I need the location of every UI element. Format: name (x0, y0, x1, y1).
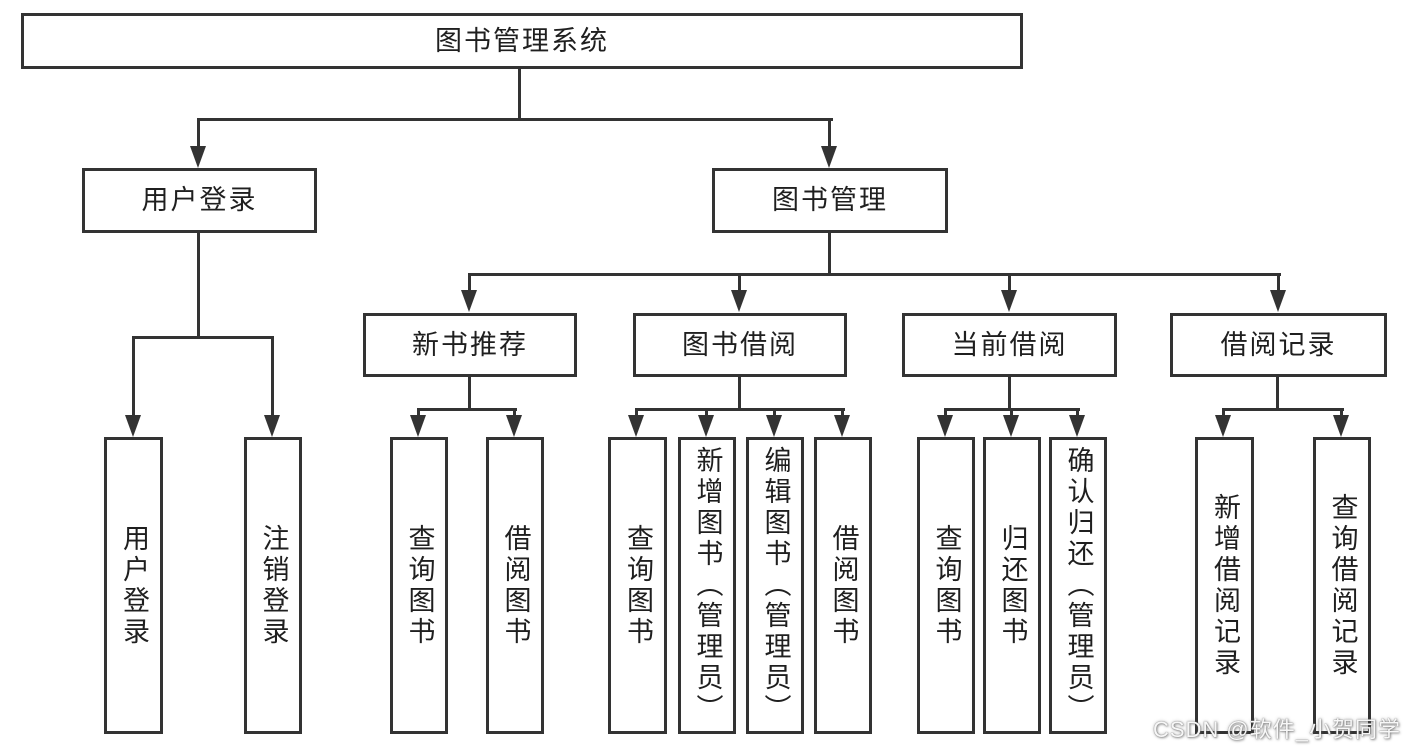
connector-recommend-hbar (417, 408, 517, 411)
leaf-records-query-record: 查询借阅记录 (1313, 437, 1371, 734)
leaf-records-add-record: 新增借阅记录 (1195, 437, 1254, 734)
connector-arrow-rcd-query (1333, 408, 1349, 437)
connector-records-vline (1276, 377, 1279, 411)
leaf-current-return-books-label: 归还图书 (997, 523, 1028, 648)
node-borrow-records-label: 借阅记录 (1220, 329, 1337, 360)
leaf-borrow-add-books-admin-label: 新增图书（管理员） (692, 446, 723, 725)
connector-arrow-bor-borrow (834, 408, 850, 437)
leaf-logout-label: 注销登录 (258, 523, 289, 648)
leaf-recommend-borrow-books-label: 借阅图书 (500, 523, 531, 648)
node-current-borrow: 当前借阅 (902, 313, 1117, 377)
connector-arrow-cur-query (937, 408, 953, 437)
connector-arrow-bor-edit (766, 408, 782, 437)
leaf-borrow-add-books-admin: 新增图书（管理员） (678, 437, 736, 734)
connector-arrow-user-login (190, 118, 206, 168)
node-book-borrow: 图书借阅 (633, 313, 847, 377)
leaf-current-query-books: 查询图书 (917, 437, 975, 734)
connector-arrow-new-book (461, 273, 477, 312)
connector-mgmt-hbar (468, 273, 1281, 276)
connector-arrow-book-borrow (731, 273, 747, 312)
leaf-user-login-label: 用户登录 (119, 523, 149, 648)
node-user-login-label: 用户登录 (141, 185, 258, 215)
connector-arrow-cur-confirm (1069, 408, 1085, 437)
node-current-borrow-label: 当前借阅 (951, 329, 1068, 360)
node-user-login: 用户登录 (82, 168, 317, 233)
node-book-borrow-label: 图书借阅 (682, 329, 798, 360)
connector-root-hbar (197, 118, 833, 121)
leaf-records-query-record-label: 查询借阅记录 (1327, 492, 1358, 679)
leaf-recommend-query-books-label: 查询图书 (404, 523, 435, 648)
connector-recommend-vline (468, 377, 471, 411)
connector-root-vline (518, 69, 521, 121)
leaf-current-query-books-label: 查询图书 (931, 523, 962, 648)
leaf-logout: 注销登录 (244, 437, 302, 734)
connector-arrow-rec-query (410, 408, 426, 437)
node-new-book-recommend-label: 新书推荐 (412, 329, 528, 360)
connector-arrow-rec-borrow (506, 408, 522, 437)
leaf-current-confirm-return-admin: 确认归还（管理员） (1049, 437, 1107, 734)
connector-borrow-hbar (635, 408, 845, 411)
leaf-user-login: 用户登录 (104, 437, 163, 734)
connector-arrow-book-mgmt (821, 118, 837, 168)
leaf-borrow-query-books: 查询图书 (608, 437, 667, 734)
connector-mgmt-vline (828, 233, 831, 276)
node-book-management-label: 图书管理 (772, 185, 888, 215)
leaf-current-return-books: 归还图书 (983, 437, 1041, 734)
connector-login-vline (197, 233, 200, 339)
connector-arrow-cur-return (1003, 408, 1019, 437)
leaf-borrow-borrow-books-label: 借阅图书 (828, 523, 859, 648)
leaf-recommend-query-books: 查询图书 (390, 437, 448, 734)
leaf-borrow-edit-books-admin-label: 编辑图书（管理员） (760, 446, 791, 725)
node-borrow-records: 借阅记录 (1170, 313, 1387, 377)
connector-arrow-current-borrow (1001, 273, 1017, 312)
node-root-label: 图书管理系统 (435, 25, 609, 56)
node-book-management: 图书管理 (712, 168, 948, 233)
leaf-recommend-borrow-books: 借阅图书 (486, 437, 544, 734)
leaf-borrow-query-books-label: 查询图书 (623, 523, 653, 648)
node-root: 图书管理系统 (21, 13, 1023, 69)
connector-current-vline (1008, 377, 1011, 411)
leaf-borrow-borrow-books: 借阅图书 (814, 437, 872, 734)
watermark-text: CSDN @软件_小贺同学 (1152, 717, 1401, 742)
connector-borrow-vline (738, 377, 741, 411)
connector-arrow-leaf-login (125, 336, 141, 437)
leaf-current-confirm-return-admin-label: 确认归还（管理员） (1063, 446, 1094, 725)
connector-arrow-bor-query (628, 408, 644, 437)
connector-arrow-rcd-add (1215, 408, 1231, 437)
node-new-book-recommend: 新书推荐 (363, 313, 577, 377)
connector-arrow-borrow-records (1270, 273, 1286, 312)
leaf-borrow-edit-books-admin: 编辑图书（管理员） (746, 437, 804, 734)
connector-records-hbar (1222, 408, 1344, 411)
connector-arrow-leaf-logout (264, 336, 280, 437)
connector-login-hbar (132, 336, 274, 339)
leaf-records-add-record-label: 新增借阅记录 (1210, 492, 1240, 679)
connector-arrow-bor-add (698, 408, 714, 437)
